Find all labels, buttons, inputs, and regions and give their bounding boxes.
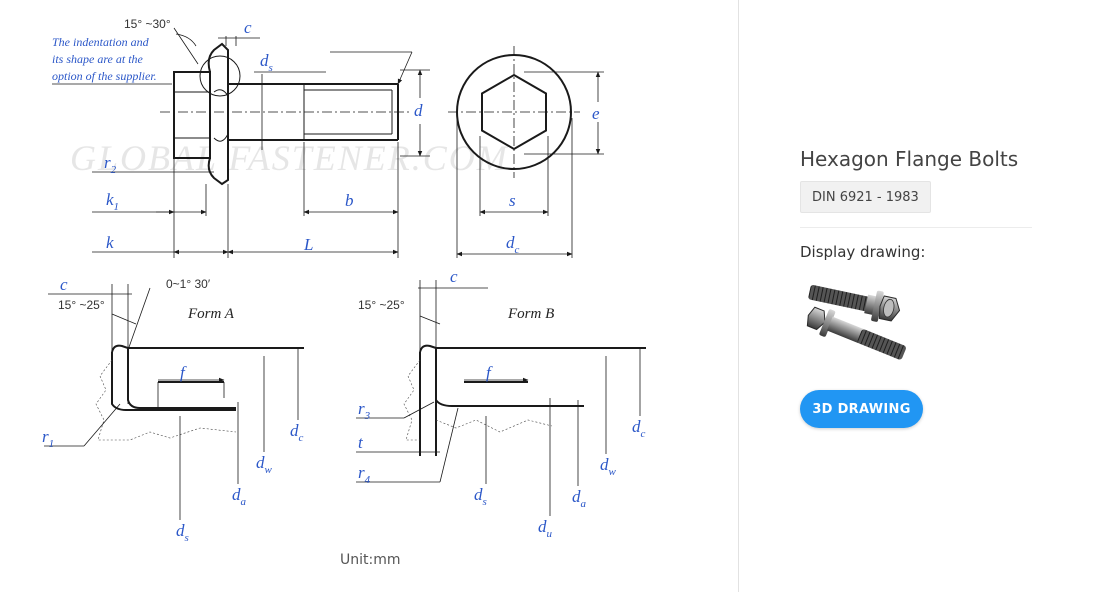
standard-badge: DIN 6921 - 1983: [800, 181, 931, 213]
dim-dw-form-b: dw: [600, 455, 617, 478]
dim-e: e: [592, 104, 600, 123]
bolt-side-view: [160, 42, 412, 186]
dim-s: s: [509, 191, 516, 210]
dim-b: b: [345, 191, 354, 210]
dim-r2: r2: [104, 153, 117, 176]
unit-label: Unit:mm: [340, 552, 401, 568]
watermark-text: GLOBAL FASTENER.COM: [70, 138, 509, 178]
tilt-angle-label: 0~1° 30′: [166, 277, 211, 291]
dim-k: k: [106, 233, 114, 252]
form-a-profile: [95, 344, 304, 441]
form-b-label: Form B: [507, 306, 554, 322]
dim-ds-form-a: ds: [176, 521, 189, 544]
supplier-note-line-2: its shape are at the: [52, 52, 144, 66]
dim-dc-form-a: dc: [290, 421, 304, 444]
form-b-angle-label: 15° ~25°: [358, 298, 405, 312]
dim-c-form-a: c: [60, 275, 68, 294]
dim-ds-top: ds: [260, 51, 273, 74]
3d-drawing-button[interactable]: 3D DRAWING: [800, 390, 923, 428]
dim-r1: r1: [42, 427, 54, 450]
dim-da-form-a: da: [232, 485, 247, 508]
dim-L: L: [303, 235, 313, 254]
dim-t: t: [358, 433, 364, 452]
form-a-label: Form A: [187, 306, 235, 322]
supplier-note-line-1: The indentation and: [52, 35, 150, 49]
dim-f-form-a: f: [180, 363, 187, 382]
dim-dc-top: dc: [506, 233, 520, 256]
hex-flange-bolt-3d-icon[interactable]: [800, 283, 910, 369]
dim-dc-form-b: dc: [632, 417, 646, 440]
panel-divider: [738, 0, 739, 592]
dim-f-form-b: f: [486, 363, 493, 382]
form-a-angle-label: 15° ~25°: [58, 298, 105, 312]
dim-ds-form-b: ds: [474, 485, 487, 508]
dim-r3: r3: [358, 399, 371, 422]
form-b-profile: [403, 344, 646, 456]
product-title: Hexagon Flange Bolts: [800, 147, 1019, 171]
bolt-end-view: [448, 46, 580, 178]
display-drawing-label: Display drawing:: [800, 243, 926, 261]
dim-dw-form-a: dw: [256, 453, 273, 476]
top-angle-arc: [175, 33, 197, 47]
supplier-note-line-3: option of the supplier.: [52, 69, 157, 83]
top-angle-label: 15° ~30°: [124, 17, 171, 31]
technical-drawing-panel: GLOBAL FASTENER.COM The indentation and …: [42, 17, 646, 568]
top-angle-line: [173, 27, 199, 65]
dim-du-form-b: du: [538, 517, 553, 540]
dim-c-form-b: c: [450, 267, 458, 286]
dim-d: d: [414, 101, 423, 120]
dim-k1: k1: [106, 190, 119, 213]
dim-da-form-b: da: [572, 487, 587, 510]
technical-drawing: GLOBAL FASTENER.COM The indentation and …: [42, 17, 646, 544]
dim-r4: r4: [358, 463, 371, 486]
product-info-panel: Hexagon Flange Bolts DIN 6921 - 1983 Dis…: [800, 0, 1032, 592]
info-separator: [800, 227, 1032, 228]
dim-c-top: c: [244, 18, 252, 37]
